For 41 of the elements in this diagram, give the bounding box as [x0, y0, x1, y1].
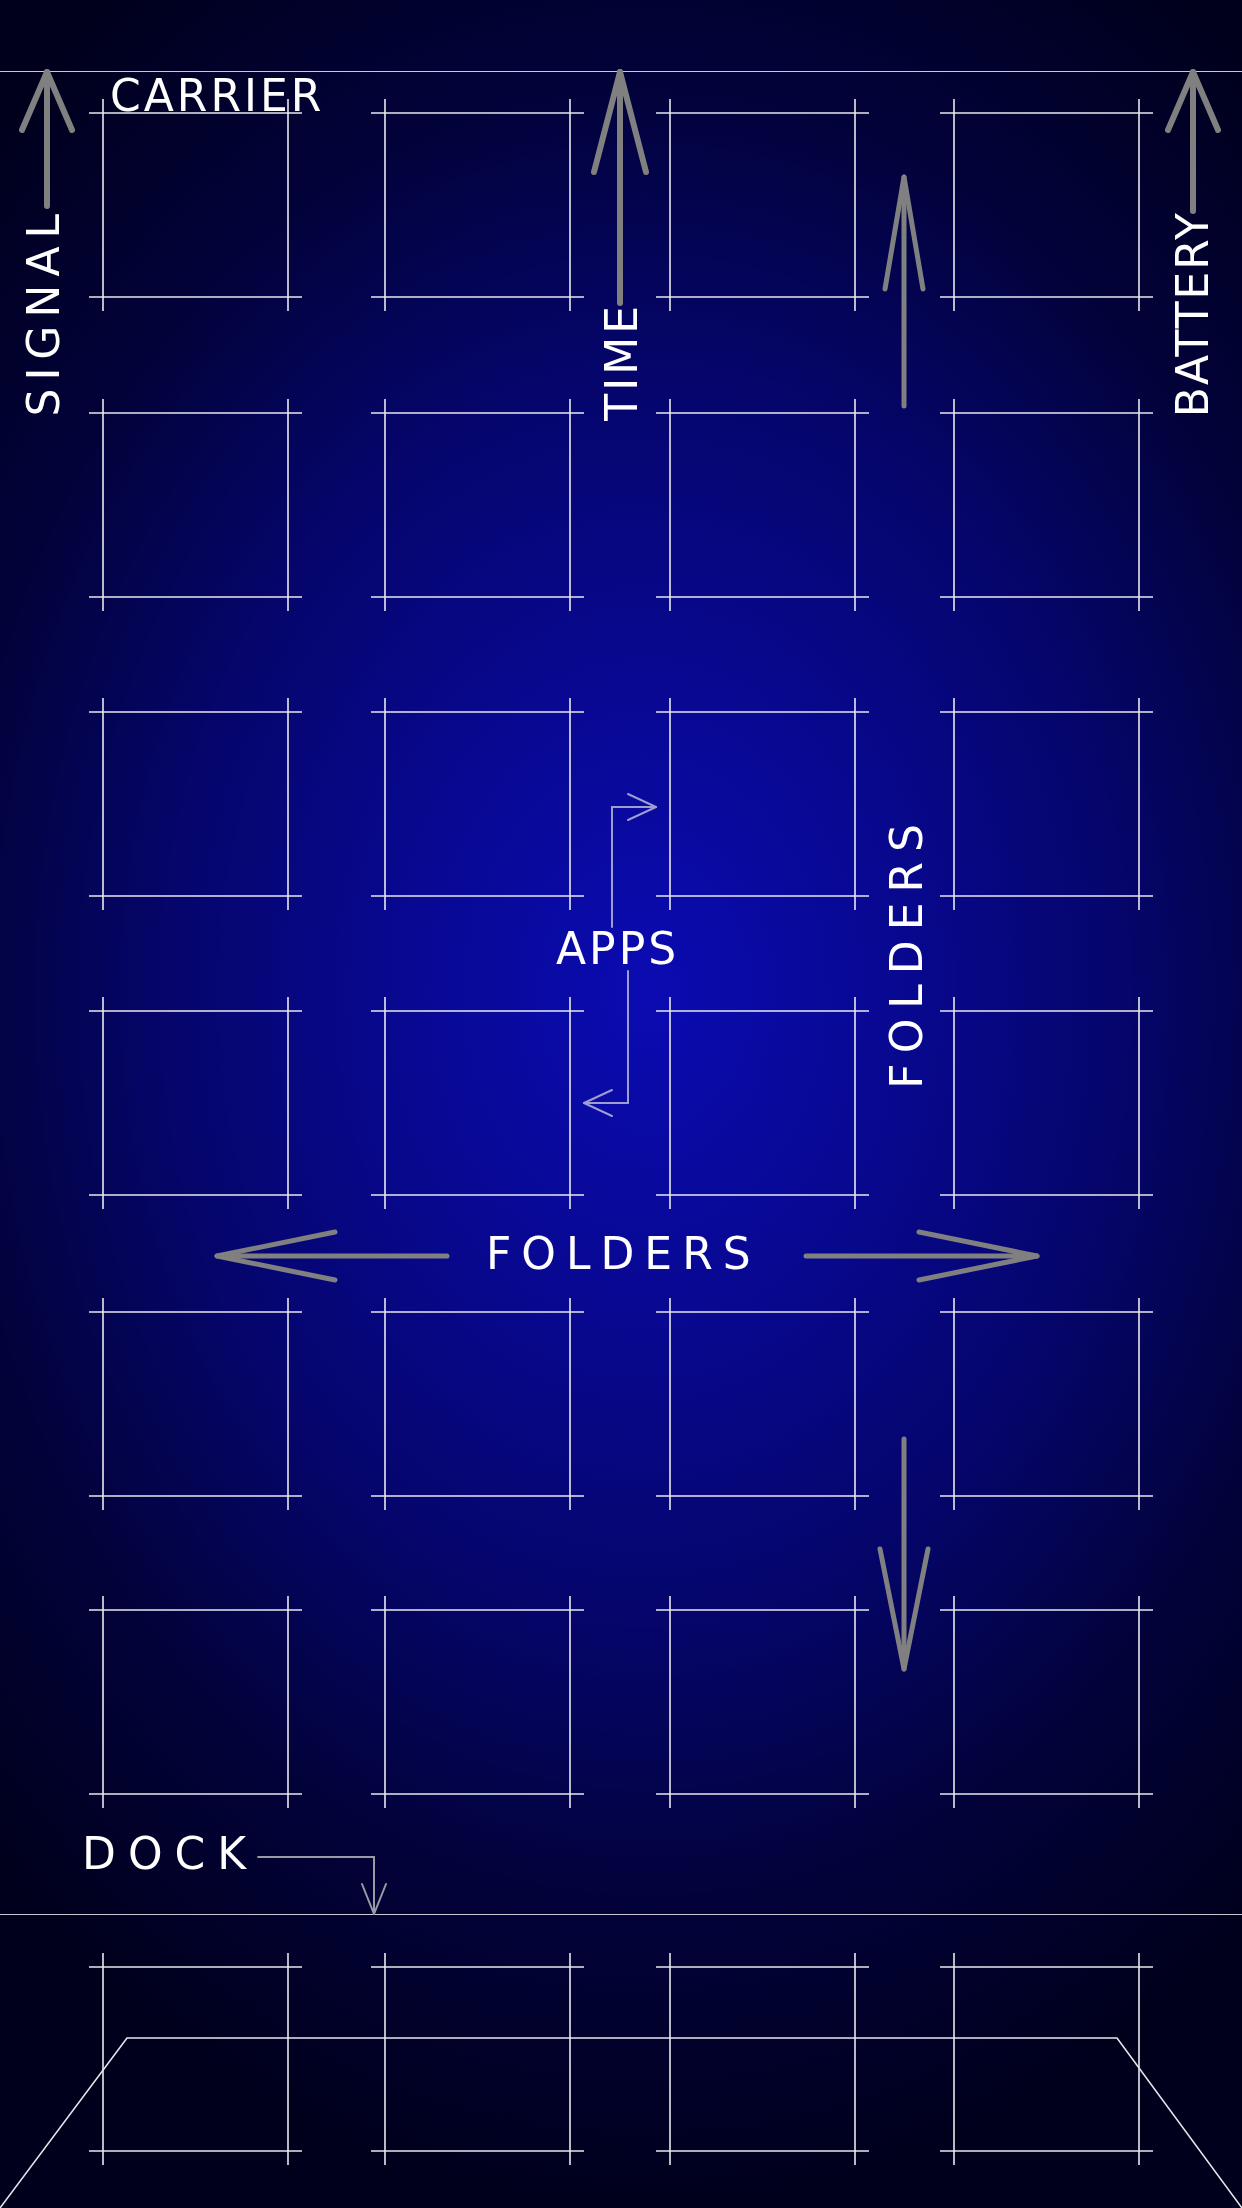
dock-icon-slot — [656, 1953, 869, 2165]
leader-arrow — [611, 793, 657, 928]
app-icon-slot — [89, 1596, 302, 1808]
app-icon-slot — [656, 99, 869, 311]
app-icon-slot — [371, 99, 584, 311]
app-icon-slot — [371, 997, 584, 1209]
app-icon-slot — [89, 997, 302, 1209]
app-icon-slot — [89, 698, 302, 910]
app-icon-slot — [940, 997, 1153, 1209]
callout-label: SIGNAL — [22, 206, 66, 417]
app-icon-slot — [371, 1596, 584, 1808]
leader-arrow — [591, 69, 649, 306]
app-icon-slot — [940, 698, 1153, 910]
dock-icon-slot — [940, 1953, 1153, 2165]
callout-label: DOCK — [82, 1832, 259, 1876]
app-icon-slot — [656, 1596, 869, 1808]
app-icon-slot — [940, 399, 1153, 611]
leader-arrow — [1165, 69, 1221, 214]
annotation-label: FOLDERS — [885, 814, 929, 1089]
annotation-label: CARRIER — [110, 74, 325, 118]
leader-arrow — [583, 970, 629, 1117]
app-icon-slot — [89, 399, 302, 611]
annotation-label: FOLDERS — [486, 1232, 761, 1276]
callout-label: APPS — [556, 927, 680, 971]
app-icon-slot — [371, 1298, 584, 1510]
app-icon-slot — [940, 1298, 1153, 1510]
app-icon-slot — [656, 997, 869, 1209]
leader-arrow — [19, 69, 75, 209]
app-icon-slot — [656, 698, 869, 910]
app-icon-slot — [371, 698, 584, 910]
leader-arrow — [257, 1856, 387, 1915]
app-icon-slot — [656, 1298, 869, 1510]
app-icon-slot — [89, 1298, 302, 1510]
app-icon-slot — [940, 1596, 1153, 1808]
dock-icon-slot — [89, 1953, 302, 2165]
callout-label: BATTERY — [1171, 211, 1215, 418]
dock-icon-slot — [371, 1953, 584, 2165]
app-icon-slot — [940, 99, 1153, 311]
app-icon-slot — [371, 399, 584, 611]
app-icon-slot — [656, 399, 869, 611]
callout-label: TIME — [600, 303, 644, 421]
